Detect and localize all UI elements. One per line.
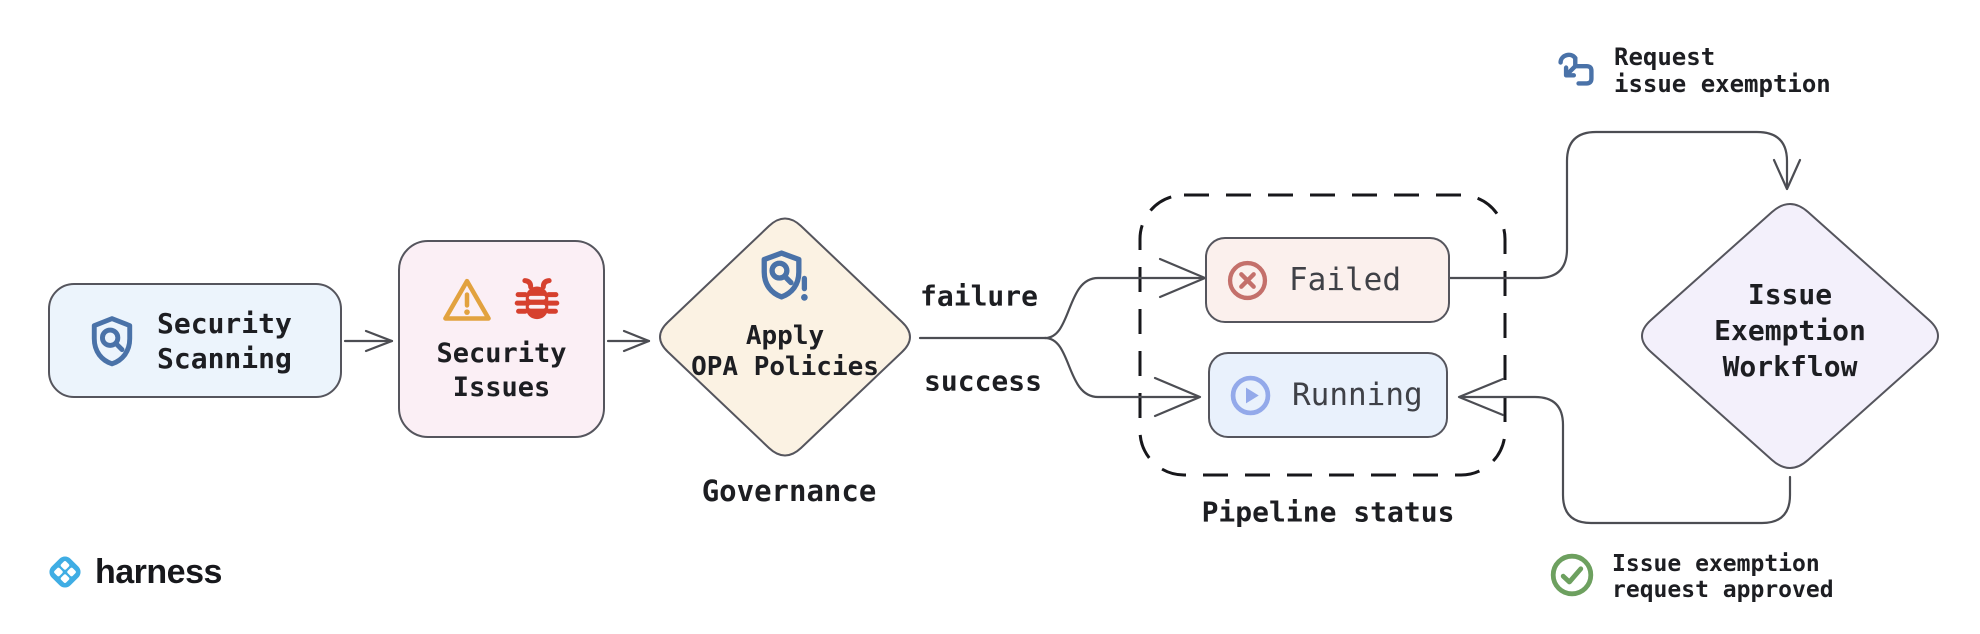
governance-caption: Governance — [701, 474, 877, 508]
security-issues-line2: Issues — [452, 372, 551, 403]
edge-failed-to-exemption — [1448, 130, 1789, 280]
arrowhead-success-branch — [1153, 376, 1202, 418]
security-scanning-line1: Security — [157, 306, 292, 340]
running-label: Running — [1292, 377, 1423, 413]
security-issues-icons — [439, 273, 564, 327]
node-failed: Failed — [1205, 237, 1450, 323]
arrowhead-exemption-to-running — [1457, 377, 1505, 417]
harness-brand: harness — [44, 551, 222, 593]
harness-logo-icon — [49, 556, 81, 588]
security-issues-label: Security Issues — [436, 337, 566, 405]
shield-policy-alert-icon — [761, 250, 808, 301]
issue-exemption-diamond-content: Issue Exemption Workflow — [1633, 277, 1947, 385]
success-edge-label: success — [923, 364, 1043, 398]
arrowhead-failed-to-exemption — [1772, 158, 1802, 191]
failure-edge-label: failure — [919, 279, 1039, 313]
issue-exemption-diamond — [1641, 203, 1939, 469]
warning-triangle-icon — [443, 278, 491, 321]
security-scanning-label: Security Scanning — [157, 306, 292, 376]
governance-line2: OPA Policies — [691, 352, 879, 382]
arrowhead-issues-to-governance — [622, 329, 651, 353]
failed-label: Failed — [1289, 262, 1401, 298]
security-issues-line1: Security — [436, 338, 567, 369]
issue-exemption-line2: Exemption — [1714, 314, 1866, 347]
node-security-scanning: Security Scanning — [48, 283, 342, 398]
edge-success-branch — [1043, 336, 1200, 399]
failed-circle-x-icon — [1227, 260, 1268, 300]
running-play-icon — [1230, 375, 1271, 415]
tap-gesture-icon — [1558, 52, 1594, 86]
approved-line1: Issue exemption — [1612, 551, 1820, 577]
bug-icon — [514, 278, 560, 320]
request-exemption-line1: Request — [1614, 43, 1716, 71]
harness-wordmark: harness — [95, 552, 222, 591]
node-running: Running — [1208, 352, 1448, 438]
edge-failure-branch — [1043, 276, 1205, 340]
arrowhead-scanning-to-issues — [364, 329, 394, 353]
shield-search-icon — [91, 315, 133, 366]
approved-line2: request approved — [1612, 577, 1834, 603]
pipeline-status-container — [1138, 193, 1507, 477]
governance-diamond — [659, 217, 911, 457]
request-exemption-text: Request issue exemption — [1614, 44, 1831, 98]
approved-annotation: Issue exemption request approved — [1548, 551, 1834, 603]
check-circle-icon — [1550, 553, 1594, 597]
security-scanning-line2: Scanning — [157, 341, 292, 375]
request-exemption-line2: issue exemption — [1614, 70, 1831, 98]
pipeline-status-caption: Pipeline status — [1201, 495, 1455, 529]
request-exemption-annotation: Request issue exemption — [1554, 44, 1831, 98]
approved-text: Issue exemption request approved — [1612, 551, 1834, 603]
governance-line1: Apply — [745, 321, 825, 351]
issue-exemption-line1: Issue — [1747, 278, 1833, 311]
node-security-issues: Security Issues — [398, 240, 605, 438]
issue-exemption-line3: Workflow — [1722, 350, 1858, 383]
edge-exemption-to-running — [1459, 395, 1792, 525]
governance-label: Apply OPA Policies — [691, 321, 879, 383]
governance-diamond-content: Apply OPA Policies — [652, 247, 918, 383]
